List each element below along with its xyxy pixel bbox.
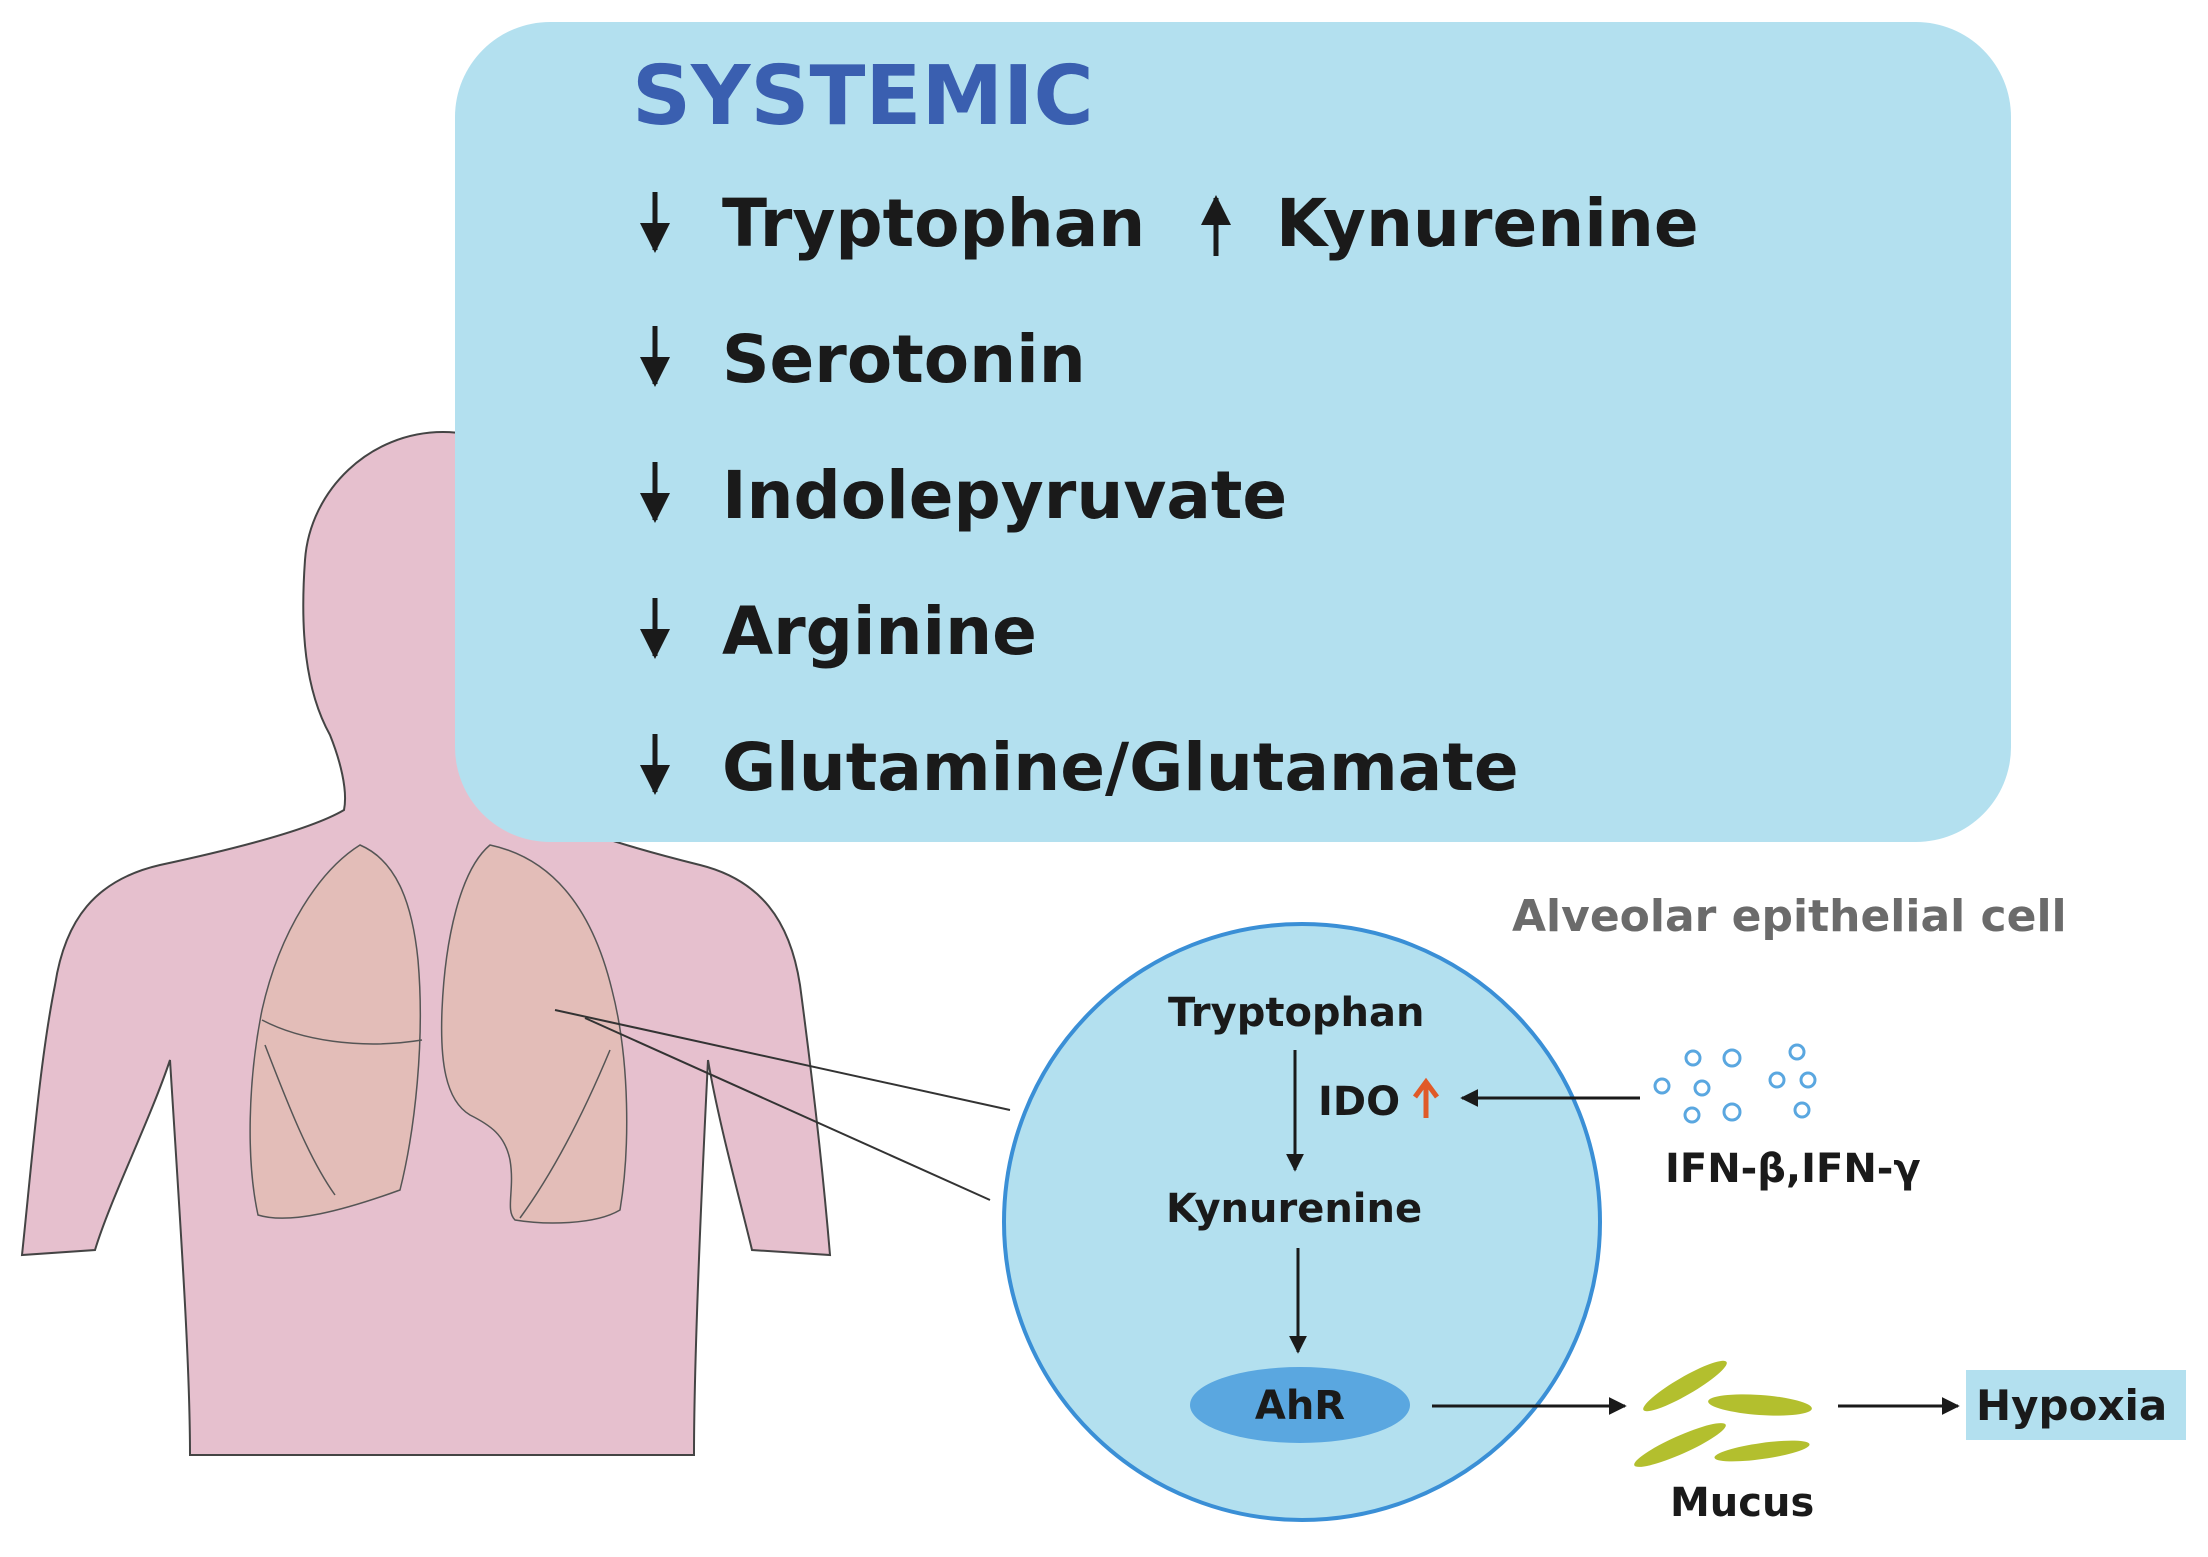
mucus-strands-icon bbox=[1634, 1360, 1812, 1467]
hypoxia-label: Hypoxia bbox=[1976, 1381, 2167, 1430]
systemic-item-kynurenine: Kynurenine bbox=[1201, 185, 1699, 262]
hypoxia-box bbox=[1966, 1370, 2186, 1440]
systemic-item-arginine: Arginine bbox=[640, 593, 1037, 670]
systemic-item-glutamine-glutamate: Glutamine/Glutamate bbox=[640, 729, 1519, 806]
interferon-label: IFN-β,IFN-γ bbox=[1665, 1146, 1921, 1192]
interferon-group: IFN-β,IFN-γ bbox=[1460, 1043, 1921, 1192]
alveolar-cell: Alveolar epithelial cell Tryptophan IDO … bbox=[1002, 891, 2067, 1522]
systemic-item-label: Kynurenine bbox=[1276, 185, 1699, 262]
systemic-item-label: Arginine bbox=[722, 593, 1037, 670]
systemic-box bbox=[455, 22, 2011, 842]
pathway-kynurenine: Kynurenine bbox=[1166, 1186, 1422, 1232]
systemic-item-indolepyruvate: Indolepyruvate bbox=[640, 457, 1287, 534]
pathway-ahr: AhR bbox=[1255, 1383, 1345, 1429]
hypoxia-group: Hypoxia bbox=[1838, 1370, 2186, 1440]
systemic-item-serotonin: Serotonin bbox=[640, 321, 1086, 398]
lungs bbox=[249, 844, 628, 1224]
systemic-item-label: Serotonin bbox=[722, 321, 1086, 398]
cell-title: Alveolar epithelial cell bbox=[1512, 891, 2067, 942]
ido-up-arrow-icon bbox=[1412, 1077, 1440, 1118]
ahr-ellipse bbox=[1190, 1367, 1410, 1443]
right-lung-fissure-2 bbox=[264, 1044, 336, 1196]
mucus-group: Mucus bbox=[1432, 1360, 1814, 1526]
systemic-item-label: Glutamine/Glutamate bbox=[722, 729, 1519, 806]
left-lung-fissure bbox=[519, 1049, 611, 1219]
left-lung bbox=[440, 844, 628, 1224]
mucus-label: Mucus bbox=[1670, 1480, 1814, 1526]
zoom-line-bottom bbox=[584, 1017, 991, 1201]
systemic-item-tryptophan: Tryptophan bbox=[640, 185, 1145, 262]
cell-circle bbox=[1002, 922, 1602, 1522]
right-lung-fissure bbox=[261, 1019, 423, 1045]
right-lung bbox=[249, 844, 421, 1219]
pathway-tryptophan: Tryptophan bbox=[1168, 990, 1425, 1036]
systemic-title: SYSTEMIC bbox=[632, 49, 1094, 144]
interferon-dots-icon bbox=[1653, 1043, 1817, 1124]
human-body-silhouette bbox=[20, 430, 832, 1456]
systemic-panel: SYSTEMIC Tryptophan Kynurenine Serotonin… bbox=[455, 22, 2011, 842]
systemic-item-label: Tryptophan bbox=[722, 185, 1145, 262]
pathway-ido: IDO bbox=[1318, 1079, 1400, 1125]
zoom-line-top bbox=[554, 1009, 1011, 1111]
systemic-item-label: Indolepyruvate bbox=[722, 457, 1287, 534]
